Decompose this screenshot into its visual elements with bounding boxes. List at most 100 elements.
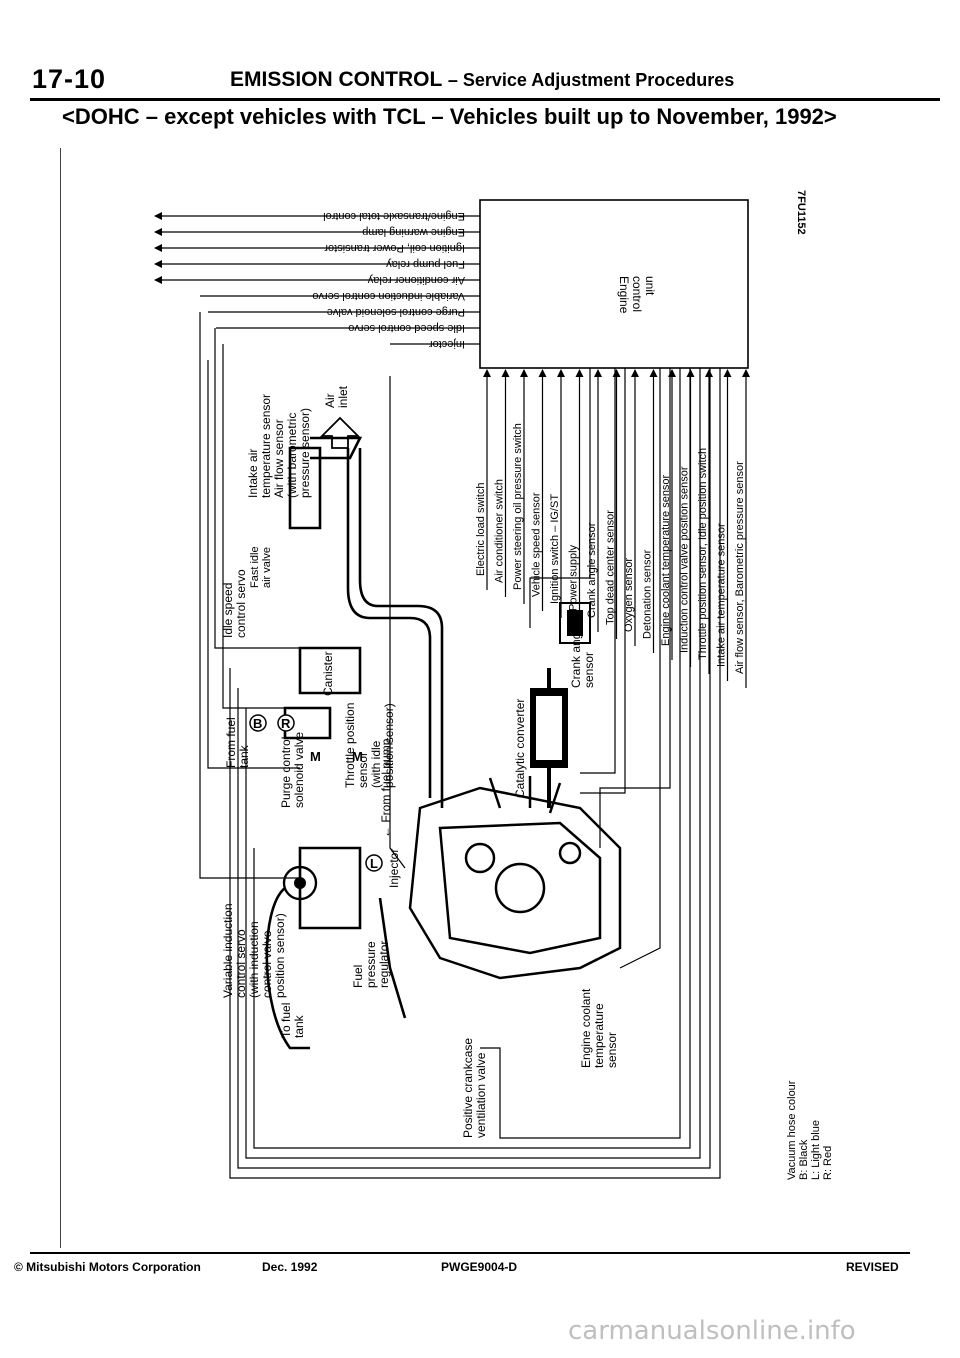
- injector-label: Injector: [387, 849, 401, 888]
- coolant-sensor-label-line: Engine coolant: [579, 988, 593, 1068]
- harness-line: [207, 360, 300, 769]
- engine-hose: [488, 776, 562, 814]
- injector-label-line: Injector: [387, 849, 401, 888]
- hose-letter-b: B: [253, 716, 262, 731]
- servo-center: [294, 877, 306, 889]
- to-fuel-tank-label-line: To fuel: [279, 1003, 293, 1038]
- engine-part: [558, 841, 582, 865]
- page-header: 17-10 EMISSION CONTROL – Service Adjustm…: [30, 62, 940, 101]
- diagram-canvas: Engine control unit 7FU1152 Engine/trans…: [60, 148, 834, 1248]
- hose-colour-markers: B R L M M: [249, 714, 383, 872]
- ecu-label: Engine control unit: [617, 276, 657, 314]
- canister-label-line: Canister: [321, 651, 335, 696]
- section-name: EMISSION CONTROL: [230, 68, 442, 91]
- catalytic-converter-label: Catalytic converter: [513, 699, 527, 798]
- engine-part: [464, 842, 496, 874]
- emission-control-diagram: Engine control unit 7FU1152 Engine/trans…: [60, 148, 900, 1258]
- air-inlet-arrow: [319, 416, 361, 449]
- harness-line: [389, 376, 406, 869]
- fuel-rail: [298, 846, 362, 930]
- input-signal-label: Air flow sensor, Barometric pressure sen…: [734, 461, 746, 674]
- input-signal-label: Crank angle sensor: [586, 522, 598, 618]
- section-title: EMISSION CONTROL – Service Adjustment Pr…: [230, 68, 734, 92]
- hose-marker-l: [365, 854, 383, 872]
- harness-line: [214, 328, 300, 649]
- harness-line: [222, 344, 305, 709]
- input-signal-label: Power steering oil pressure switch: [512, 423, 524, 590]
- intake-sensor-label-line: (with barometric: [285, 413, 299, 498]
- hose-letter-m: M: [310, 749, 321, 764]
- harness-line: [253, 368, 691, 1149]
- idle-speed-servo-label-line: control servo: [234, 569, 248, 638]
- section-subtitle: – Service Adjustment Procedures: [447, 70, 735, 90]
- ecu-label-line: Engine: [617, 276, 631, 314]
- fast-idle-valve-label-line: Fast idle: [249, 546, 261, 588]
- throttle-sensor-label-line: (with idle: [369, 740, 383, 788]
- variable-induction-servo-label-line: control servo: [234, 929, 248, 998]
- engine-head: [438, 821, 602, 955]
- hose-marker-b: [249, 714, 267, 732]
- catalytic-converter: [530, 668, 568, 808]
- harness-line: [245, 368, 701, 1159]
- input-signal-label: Oxygen sensor: [623, 558, 635, 632]
- input-signal-label: Vehicle speed sensor: [531, 492, 543, 597]
- output-signal-label: Engine warning lamp: [362, 226, 465, 238]
- harness-lines: [199, 312, 721, 1179]
- intake-pipe: [358, 448, 444, 808]
- footer-date: Dec. 1992: [262, 1260, 318, 1274]
- fuel-pressure-regulator-label-line: Fuel: [351, 965, 365, 988]
- harness-line: [229, 368, 721, 1179]
- pcv-hose: [378, 897, 407, 1019]
- air-duct: [310, 436, 363, 460]
- input-signal-label: Electric load switch: [475, 482, 487, 576]
- variable-induction-servo-label-line: control valve: [260, 930, 274, 998]
- input-signal-label: Induction control valve position sensor: [679, 466, 691, 653]
- variable-induction-servo-label-line: position sensor): [273, 913, 287, 998]
- intake-sensor-label-line: temperature sensor: [259, 394, 273, 498]
- harness-line: [619, 368, 661, 969]
- throttle-body: [298, 646, 362, 695]
- hose-letter-l: L: [370, 856, 378, 871]
- figure-id: 7FU1152: [795, 190, 807, 235]
- harness-line: [580, 368, 626, 794]
- variable-induction-servo-label-line: Variable induction: [221, 903, 235, 998]
- legend-line: L: Light blue: [810, 1120, 822, 1180]
- page-subtitle: <DOHC – except vehicles with TCL – Vehic…: [62, 104, 837, 129]
- fast-idle-valve-label-line: air valve: [261, 547, 273, 588]
- pcv-valve-label-line: ventilation valve: [474, 1052, 488, 1138]
- input-signal-label: Top dead center sensor: [605, 510, 617, 625]
- output-signal-label: Fuel pump relay: [386, 258, 465, 270]
- hose-colour-legend: Vacuum hose colour B: Black L: Light blu…: [786, 1080, 834, 1180]
- ecu-box: [479, 199, 749, 369]
- ecu-label-line: unit: [643, 276, 657, 296]
- throttle-sensor-label-line: Throttle position: [343, 703, 357, 788]
- air-inlet-label-line: inlet: [336, 385, 350, 408]
- output-signal-label: Ignition coil, Power transistor: [324, 242, 465, 254]
- crank-sensor-core: [567, 610, 583, 636]
- legend-line: B: Black: [798, 1139, 810, 1180]
- ecu-label-line: control: [630, 276, 644, 312]
- variable-induction-servo-shape: [282, 865, 318, 901]
- purge-valve-label-line: Purge control: [279, 737, 293, 808]
- harness-line: [580, 368, 616, 774]
- intake-sensor-label-line: Intake air: [246, 449, 260, 498]
- input-signal-label: Intake air temperature sensor: [716, 523, 728, 667]
- intake-sensor-label-line: pressure sensor): [298, 408, 312, 498]
- figure-id-text: 7FU1152: [795, 190, 807, 235]
- air-inlet-label-line: Air: [323, 393, 337, 408]
- crank-angle-sensor-label-line: Crank angle: [569, 623, 583, 688]
- footer-copyright: © Mitsubishi Motors Corporation: [14, 1260, 201, 1274]
- input-signal-label: Engine coolant temperature sensor: [660, 474, 672, 646]
- coolant-sensor-label-line: sensor: [605, 1032, 619, 1068]
